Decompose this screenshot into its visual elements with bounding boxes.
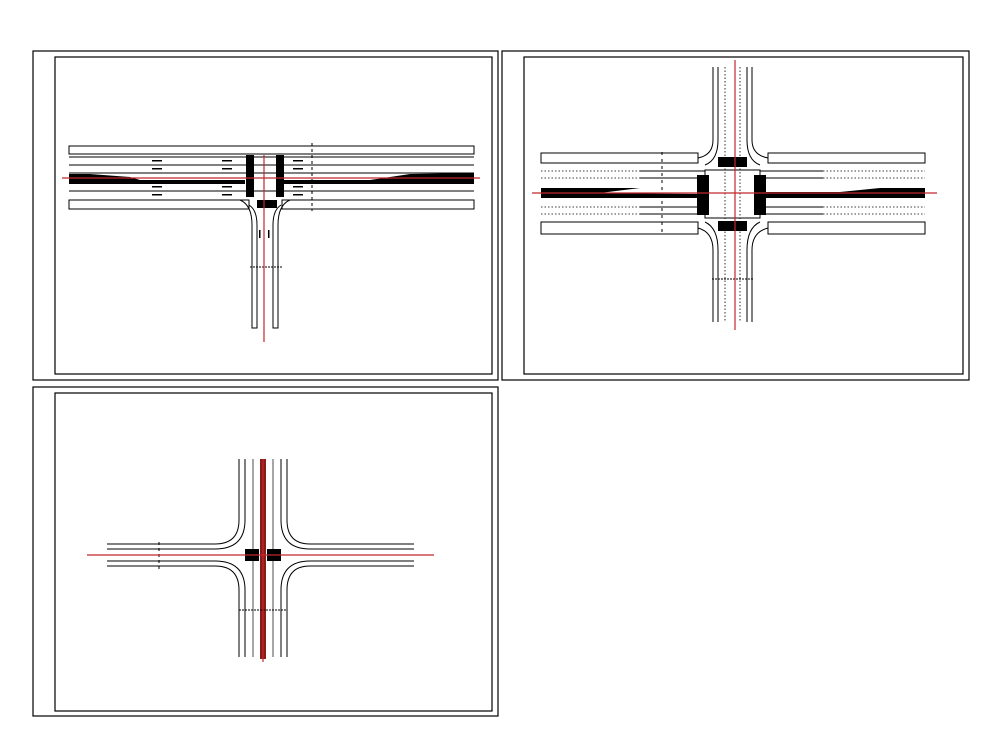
sheet-2-four-way-intersection (501, 50, 970, 381)
drawing-linework (293, 194, 303, 196)
lane-arrows (152, 160, 303, 196)
drawing-linework (293, 168, 303, 170)
crosswalk-south (257, 200, 277, 208)
drawing-linework (152, 168, 162, 170)
drawing-linework (704, 221, 719, 322)
median-hatch-east (284, 173, 474, 184)
sheet-1-inner-frame (54, 56, 493, 375)
sheet-3-inner-frame (54, 392, 493, 712)
sheet-2-inner-frame (523, 56, 964, 375)
lane-arrow (259, 230, 261, 238)
median-hatch-west (69, 174, 245, 184)
crosswalk-south (718, 221, 747, 231)
crosswalk-east (754, 175, 766, 215)
vertical-road (697, 67, 769, 322)
road-edge-se (751, 227, 769, 322)
sidewalk-se (767, 221, 926, 235)
north-sidewalk (68, 145, 475, 155)
sheet-3-outer-frame (32, 386, 499, 717)
south-sidewalk-west (68, 199, 250, 210)
drawing-linework (293, 186, 303, 188)
drawing-linework (293, 160, 303, 162)
drawing-linework (222, 186, 232, 188)
sheet-3-four-way-intersection (32, 386, 499, 717)
drawing-linework (704, 67, 719, 166)
drawing-linework (280, 560, 414, 657)
side-road-east-edge (272, 199, 291, 329)
road-edge-se (286, 565, 414, 657)
road-edge-sw (697, 227, 714, 322)
sheet-1-outer-frame (32, 50, 499, 381)
crosswalk-west (246, 155, 254, 197)
road-edge-ne (751, 67, 769, 159)
road-edge-nw (697, 67, 714, 159)
side-road-west-edge (239, 199, 258, 329)
drawing-linework (222, 168, 232, 170)
sidewalk-ne (767, 152, 926, 164)
drawing-linework (222, 160, 232, 162)
intersection-box (704, 169, 761, 219)
sheet-1-t-intersection (32, 50, 499, 381)
main-road (68, 143, 475, 211)
drawing-linework (107, 560, 246, 657)
sheet-2-outer-frame (501, 50, 970, 381)
drawing-linework (222, 194, 232, 196)
lane-arrow (268, 230, 270, 238)
drawing-linework (152, 194, 162, 196)
drawing-linework (746, 221, 761, 322)
road-edge-nw (107, 459, 240, 545)
sidewalk-sw (540, 221, 699, 235)
horizontal-lanes (541, 170, 925, 215)
crosswalk-north (718, 157, 747, 167)
road-edge-sw (107, 565, 240, 657)
drawing-linework (107, 459, 246, 550)
sidewalk-nw (540, 152, 699, 164)
horizontal-road (107, 459, 414, 657)
south-sidewalk-east (281, 199, 475, 210)
median-hatch-west (541, 188, 705, 198)
drawing-linework (280, 459, 414, 550)
drawing-linework (746, 67, 761, 166)
side-road (239, 199, 291, 329)
crosswalk-east (276, 155, 284, 197)
crosswalk-west (697, 175, 709, 215)
drawing-linework (152, 160, 162, 162)
road-edge-ne (286, 459, 414, 545)
drawing-linework (152, 186, 162, 188)
